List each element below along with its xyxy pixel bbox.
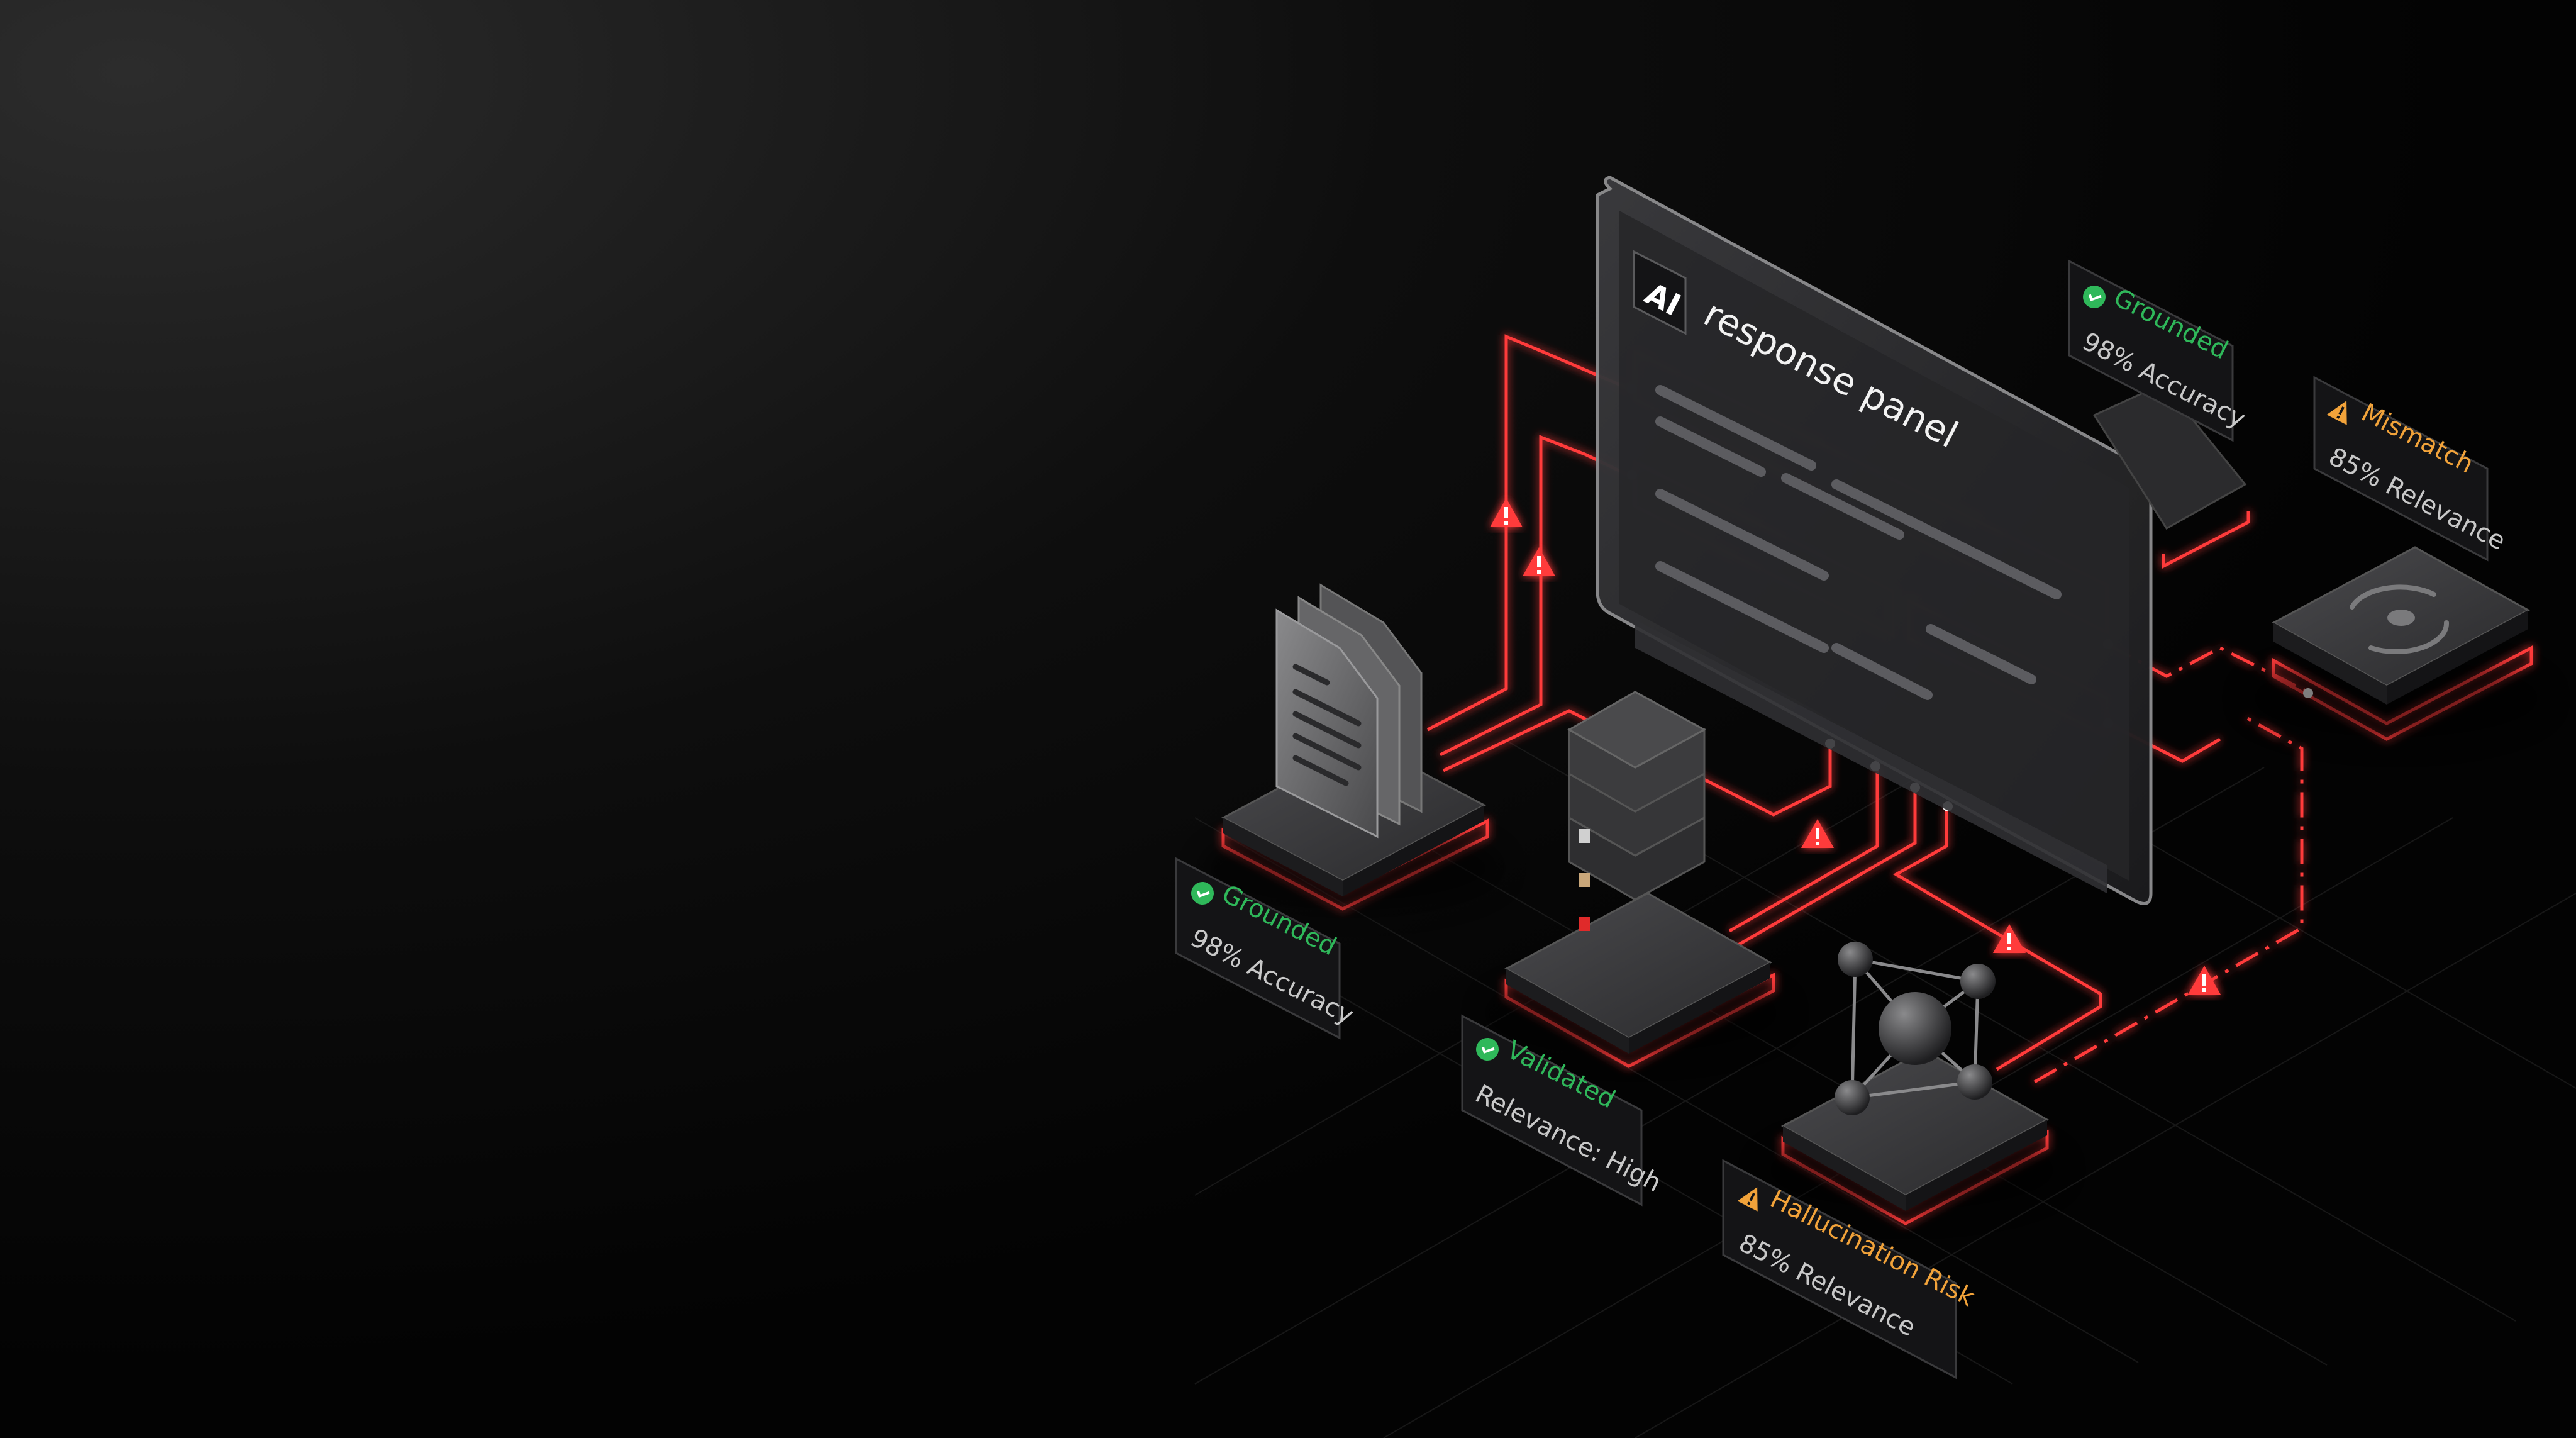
alert-markers <box>1490 498 2221 995</box>
panel-content-lines <box>1655 385 2062 700</box>
documents-node <box>1201 583 1503 912</box>
warning-triangle-icon <box>1523 547 1555 576</box>
warning-triangle-icon <box>2326 401 2347 425</box>
network-graph-icon <box>1835 942 1996 1115</box>
database-node <box>1484 691 1786 1057</box>
server-stack-icon <box>1567 691 1707 931</box>
connector-graph-panel <box>1892 808 2102 1071</box>
connector-db-panel-2 <box>1728 789 1917 952</box>
warning-triangle-icon <box>1801 819 1834 848</box>
ai-badge: AI <box>1633 250 1687 335</box>
panel-bottom-bar <box>1635 620 2107 893</box>
check-circle-icon <box>1191 882 1214 905</box>
panel-surface <box>1619 211 2129 881</box>
connector-panel-sensor <box>2107 643 2309 694</box>
check-circle-icon <box>2083 286 2106 308</box>
connector-db-panel-1 <box>1728 767 1879 933</box>
sensor-node <box>2245 546 2547 742</box>
target-ring-icon <box>2350 584 2450 655</box>
warning-triangle-icon <box>1737 1187 1758 1212</box>
ai-response-panel: AI response panel <box>1596 176 2153 905</box>
warning-triangle-icon <box>2188 966 2221 995</box>
panel-side-platform <box>2092 382 2247 530</box>
check-circle-icon <box>1476 1038 1499 1061</box>
platform-glow-panel-right <box>2162 511 2250 569</box>
connector-docs-panel-top <box>1426 334 1633 732</box>
warning-triangle-icon <box>1490 498 1523 527</box>
warning-triangle-icon <box>1993 924 2026 953</box>
connector-docs-panel-bottom <box>1442 709 1832 817</box>
documents-icon <box>1275 583 1423 839</box>
knowledge-graph-node <box>1761 942 2063 1214</box>
connector-graph-sensor <box>2033 715 2304 1084</box>
